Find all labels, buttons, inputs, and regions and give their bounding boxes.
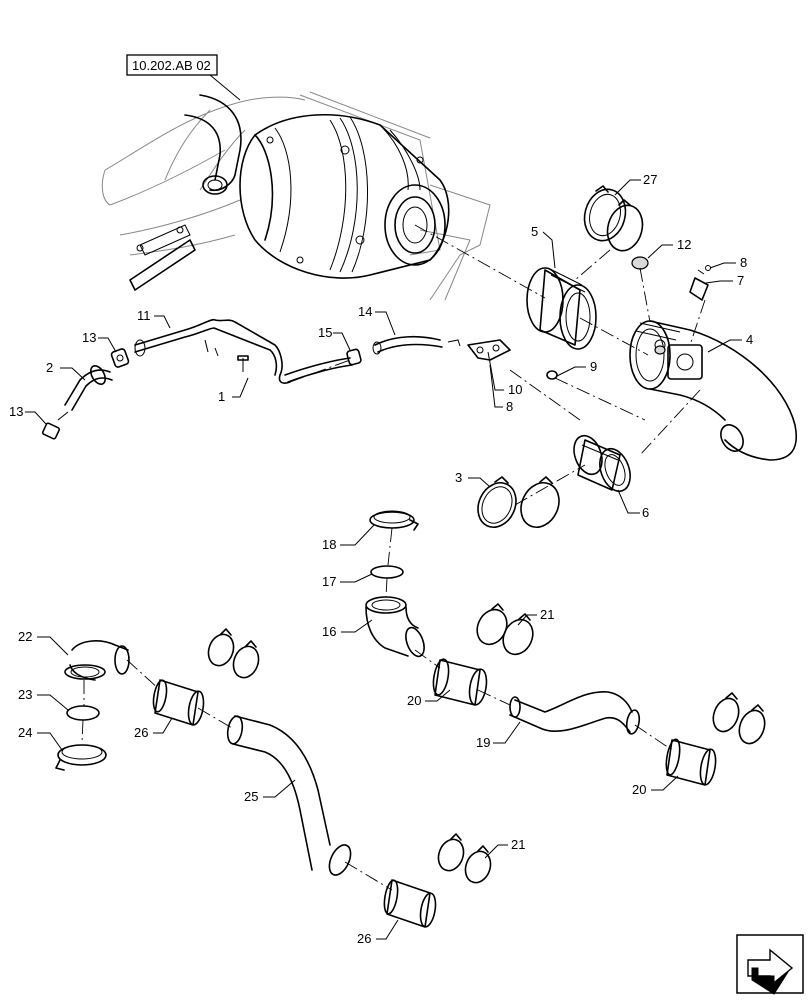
- callout-18: 18: [322, 537, 336, 552]
- callout-13-top: 13: [82, 330, 96, 345]
- callout-21-lower: 21: [511, 837, 525, 852]
- callout-21-upper: 21: [540, 607, 554, 622]
- callout-3: 3: [455, 470, 462, 485]
- callout-7: 7: [737, 273, 744, 288]
- bracket-10: [447, 339, 511, 361]
- callout-8-top: 8: [740, 255, 747, 270]
- reference-label[interactable]: 10.202.AB 02: [126, 54, 241, 101]
- clamp-24: [55, 744, 107, 771]
- connector-13-bottom: [41, 411, 69, 440]
- callout-2: 2: [46, 360, 53, 375]
- callout-27: 27: [643, 172, 657, 187]
- clamp-3: [477, 476, 560, 528]
- sleeve-26-lower: [383, 879, 437, 928]
- callout-leaders: [25, 179, 742, 940]
- callout-14: 14: [358, 304, 372, 319]
- connector-13-top: [110, 348, 130, 368]
- next-page-arrow-icon[interactable]: [736, 934, 804, 995]
- small-fittings-7-8-9-12: [546, 256, 711, 380]
- callout-22: 22: [18, 629, 32, 644]
- callout-16: 16: [322, 624, 336, 639]
- exhaust-inlet-pipe: [129, 94, 242, 291]
- callout-1: 1: [218, 389, 225, 404]
- callout-12: 12: [677, 237, 691, 252]
- clamp-21-left-lower: [437, 833, 492, 884]
- callout-11: 11: [137, 308, 151, 323]
- callout-20-upper: 20: [407, 693, 421, 708]
- sleeve-26-upper: [152, 679, 205, 726]
- callout-26-upper: 26: [134, 725, 148, 740]
- coupler-5: [526, 267, 597, 350]
- callout-6: 6: [642, 505, 649, 520]
- hose-14: [284, 335, 443, 383]
- hose-2: [64, 365, 113, 411]
- callout-13-bottom: 13: [9, 404, 23, 419]
- sleeve-20-lower: [665, 738, 717, 786]
- reference-label-text: 10.202.AB 02: [132, 58, 211, 73]
- callout-26-lower: 26: [357, 931, 371, 946]
- oring-23: [66, 705, 100, 721]
- elbow-22: [64, 640, 130, 681]
- exhaust-assembly-ghost: [101, 91, 491, 301]
- line-11: [134, 318, 291, 384]
- oring-17: [370, 565, 404, 579]
- callout-labels: 1 2 3 4 5 6 7 8 8 9 10 11 12 13 13 14 15…: [9, 172, 753, 946]
- callout-4: 4: [746, 332, 753, 347]
- bolts-1: [204, 339, 249, 372]
- callout-19: 19: [476, 735, 490, 750]
- callout-17: 17: [322, 574, 336, 589]
- callout-15: 15: [318, 325, 332, 340]
- pipe-19: [509, 691, 641, 735]
- pipe-25: [226, 715, 352, 876]
- callout-25: 25: [244, 789, 258, 804]
- assembly-centerlines: [81, 224, 706, 891]
- sleeve-20-upper: [432, 658, 488, 706]
- callout-5: 5: [531, 224, 538, 239]
- callout-24: 24: [18, 725, 32, 740]
- clamp-21-left-upper: [207, 628, 260, 679]
- clamp-18: [369, 510, 419, 531]
- callout-10: 10: [508, 382, 522, 397]
- callout-9: 9: [590, 359, 597, 374]
- elbow-16: [365, 596, 425, 658]
- elbow-pipe-4: [629, 320, 797, 461]
- callout-8-bottom: 8: [506, 399, 513, 414]
- clamp-21-right: [712, 692, 766, 745]
- callout-20-lower: 20: [632, 782, 646, 797]
- coupler-6: [573, 434, 631, 493]
- dpf-muffler-body: [239, 113, 450, 279]
- clamp-27: [583, 185, 644, 252]
- clamp-21-top: [476, 603, 534, 656]
- clamp-15: [346, 348, 362, 366]
- callout-23: 23: [18, 687, 32, 702]
